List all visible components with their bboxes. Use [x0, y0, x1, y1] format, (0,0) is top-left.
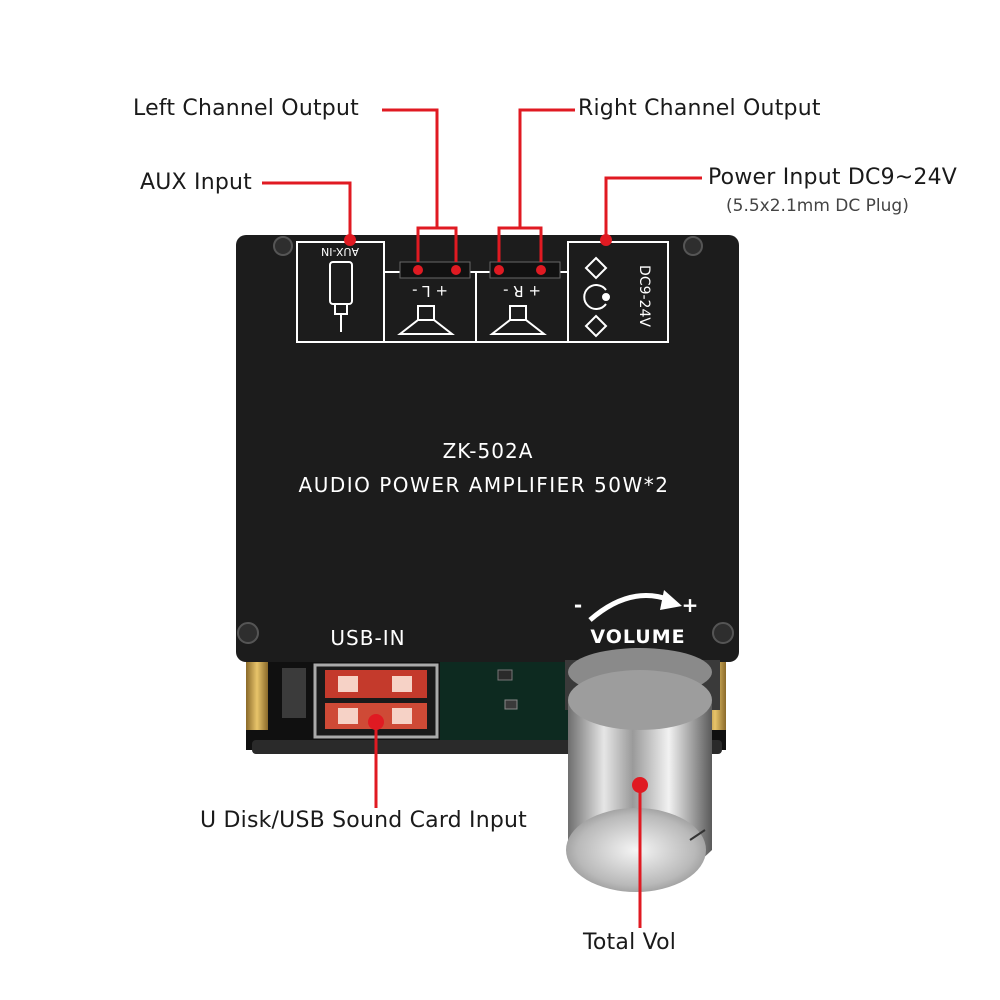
callout-vol: Total Vol: [583, 930, 677, 955]
dc-polarity-icon: [583, 256, 610, 338]
volume-knob[interactable]: [565, 648, 720, 892]
volume-arrow-icon: [588, 593, 671, 622]
callout-right-channel: Right Channel Output: [578, 96, 821, 121]
volume-minus: -: [574, 593, 582, 617]
speaker-terminals: [399, 261, 561, 279]
callout-lines: [262, 108, 702, 928]
right-terminal-marks: + R -: [503, 282, 541, 300]
callout-left-channel: Left Channel Output: [133, 96, 359, 121]
aux-jack-icon: [329, 261, 353, 332]
usb-in-label: USB-IN: [330, 626, 405, 650]
product-name: AUDIO POWER AMPLIFIER 50W*2: [299, 473, 670, 497]
aux-silkscreen: AUX-IN: [321, 245, 359, 258]
silkscreen-frames: [296, 241, 669, 343]
speaker-icon-left: [397, 305, 455, 335]
speaker-icon-right: [489, 305, 547, 335]
callout-power: Power Input DC9~24V: [708, 165, 958, 190]
model-number: ZK-502A: [443, 439, 534, 463]
callout-dots: [344, 234, 648, 793]
callout-usb: U Disk/USB Sound Card Input: [200, 808, 528, 833]
left-terminal-marks: + L -: [412, 282, 448, 300]
volume-label: VOLUME: [590, 626, 685, 648]
volume-plus: +: [682, 593, 699, 617]
callout-power-sub: (5.5x2.1mm DC Plug): [726, 196, 909, 216]
dc-silkscreen: DC9-24V: [636, 265, 652, 327]
callout-aux: AUX Input: [140, 170, 252, 195]
volume-arrowhead-icon: [660, 590, 682, 610]
corner-screws: [237, 236, 734, 644]
